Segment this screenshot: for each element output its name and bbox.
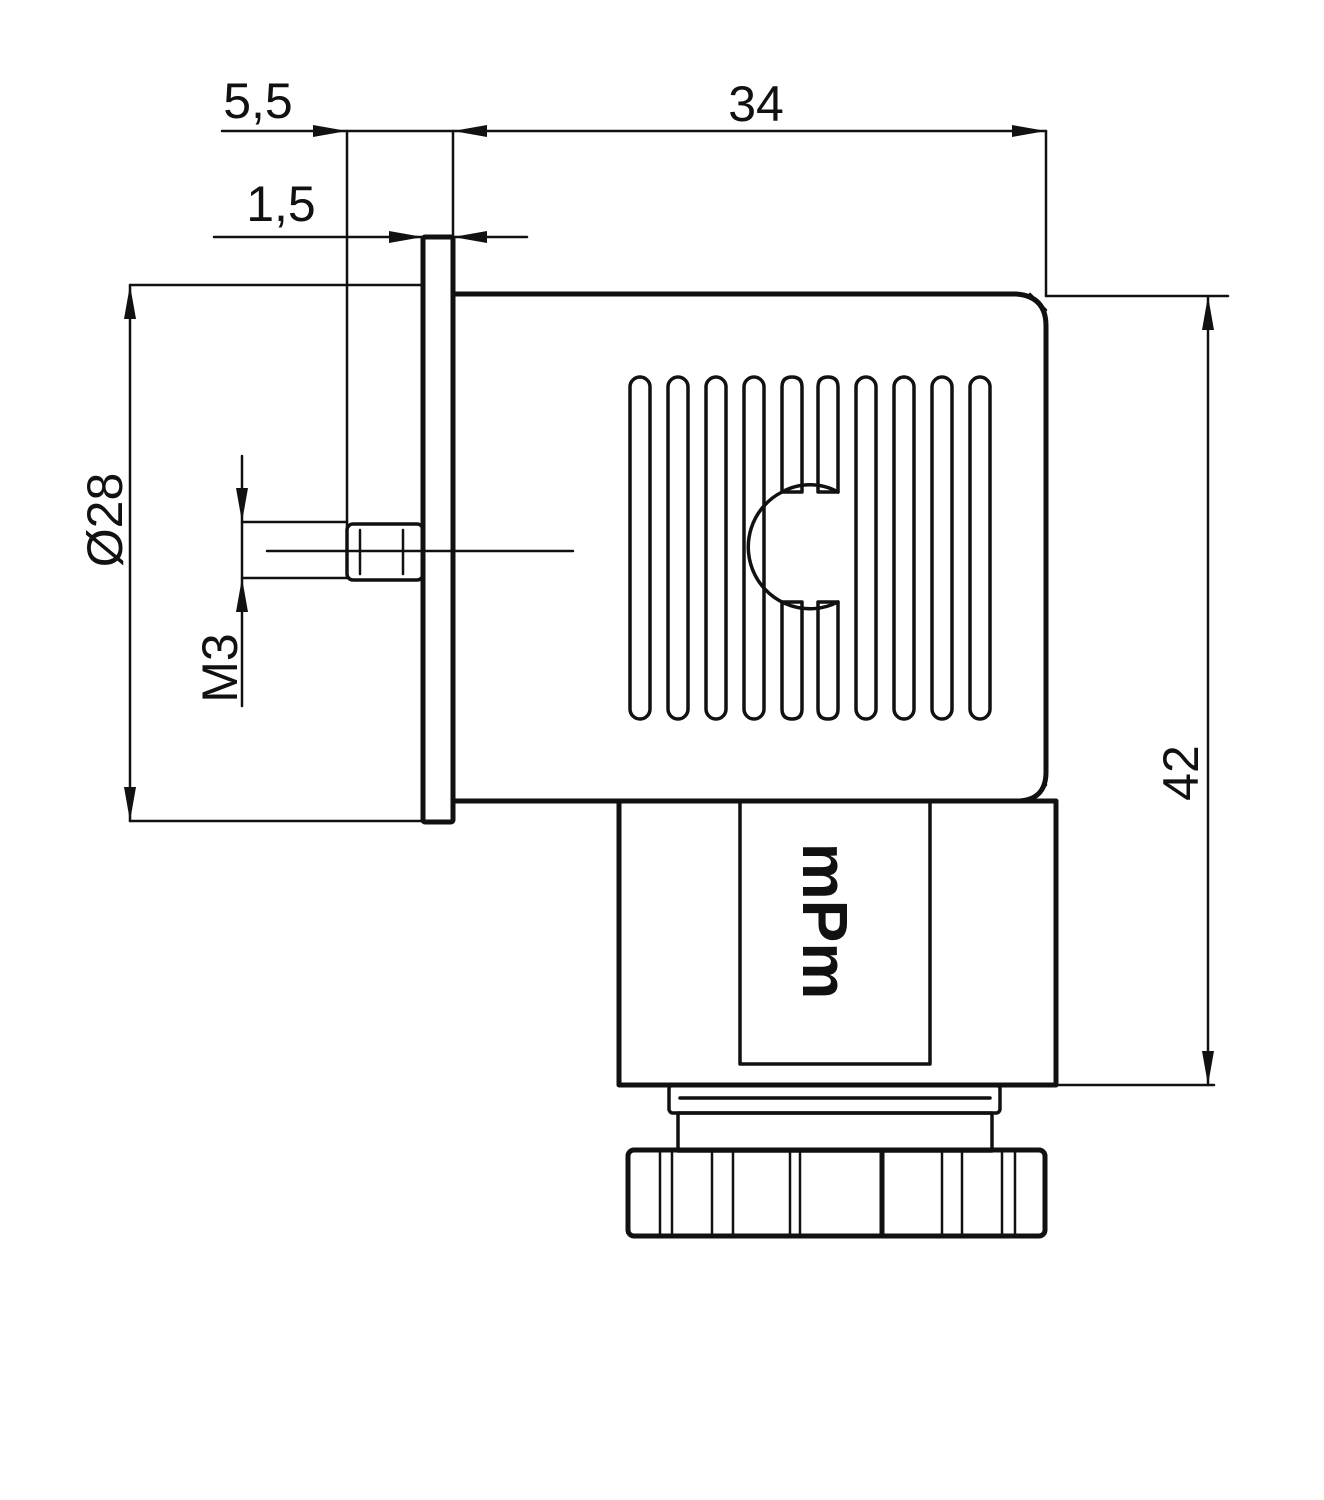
dimension-42-label: 42 [1153,745,1209,801]
dimension-lines [124,125,1230,1087]
dimension-diameter-28-label: Ø28 [77,473,133,568]
connector-body [345,234,1059,1239]
nut-ribs [658,1149,1017,1237]
brand-label: mPm [789,843,861,1000]
dimension-1-5-label: 1,5 [246,176,316,232]
dimension-34-label: 34 [728,76,784,132]
dimension-5-5-label: 5,5 [223,73,293,129]
dimension-m3-label: M3 [192,633,248,702]
grip-slots [628,375,992,721]
